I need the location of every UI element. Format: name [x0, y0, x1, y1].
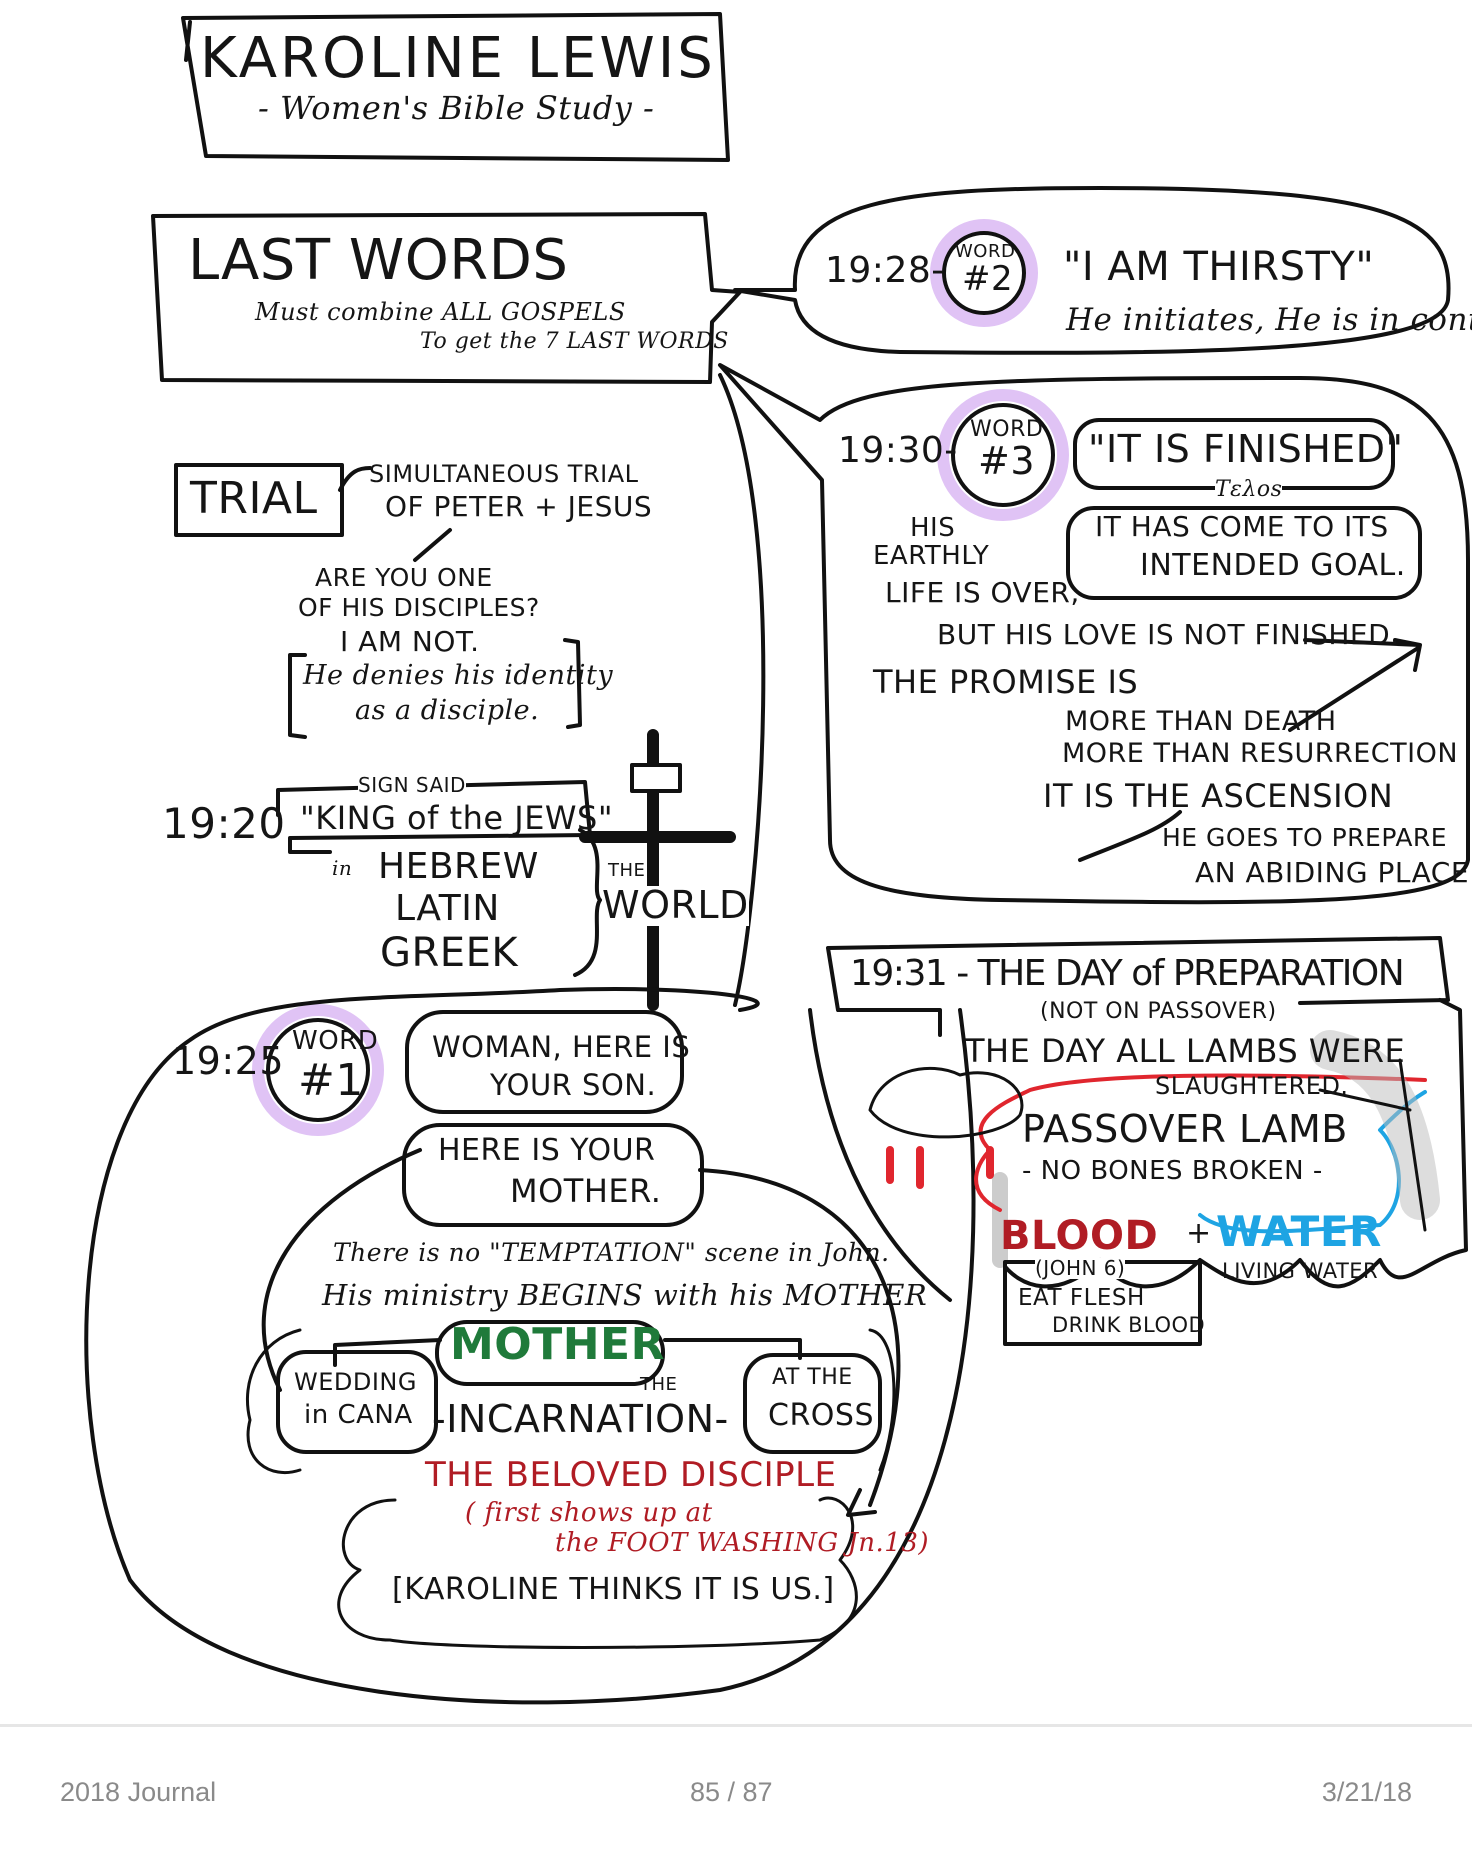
word3-badge-number: #3 [978, 439, 1036, 483]
word1-ref: 19:25 [172, 1039, 285, 1083]
prep-no-bones: - NO BONES BROKEN - [1022, 1156, 1323, 1186]
word3-greek: Tελos [1215, 477, 1283, 502]
trial-desc-line2: OF PETER + JESUS [385, 490, 653, 523]
last-words-line2: To get the 7 LAST WORDS [420, 329, 729, 354]
word2-badge-label: WORD [955, 241, 1016, 262]
page-footer: 2018 Journal 85 / 87 3/21/18 [0, 1724, 1472, 1851]
word1-bubble [84, 987, 976, 1705]
prep-title: 19:31 - THE DAY of PREPARATION [850, 953, 1405, 994]
word1-son-line2: YOUR SON. [490, 1068, 657, 1102]
entry-date: 3/21/18 [1321, 1777, 1412, 1807]
trial-question-line1: ARE YOU ONE [315, 563, 493, 592]
word3-goal-line2: INTENDED GOAL. [1140, 548, 1406, 583]
prep-not-passover: (NOT ON PASSOVER) [1040, 999, 1277, 1024]
word1-mother-label: MOTHER [450, 1319, 665, 1370]
sign-language-hebrew: HEBREW [378, 846, 539, 887]
trial-note-line1: He denies his identity [303, 660, 614, 691]
prep-john6: (JOHN 6) [1035, 1256, 1126, 1280]
prep-eat-flesh: EAT FLESH [1018, 1285, 1145, 1311]
word1-temptation: There is no "TEMPTATION" scene in John. [333, 1238, 890, 1267]
prep-slaughtered: SLAUGHTERED. [1155, 1072, 1349, 1100]
prep-living-water: LIVING WATER [1222, 1259, 1379, 1283]
last-words-title: LAST WORDS [188, 228, 569, 293]
word1-wedding-line2: in CANA [304, 1400, 413, 1430]
word1-mother-line2: MOTHER. [510, 1172, 662, 1210]
word3-life-line2: EARTHLY [873, 541, 990, 571]
word1-badge-number: #1 [298, 1055, 364, 1106]
word3-life-line1: HIS [910, 513, 956, 543]
word3-ascension: IT IS THE ASCENSION [1043, 777, 1394, 815]
badge-circles [252, 219, 1069, 1136]
page-indicator: 85 / 87 [690, 1777, 773, 1807]
word1-foot-line2: the FOOT WASHING Jn.13) [555, 1528, 930, 1558]
word1-cross-line2: CROSS [768, 1398, 874, 1433]
sign-the: THE [608, 860, 646, 881]
word3-quote: "IT IS FINISHED" [1088, 427, 1404, 471]
trial-desc-line1: SIMULTANEOUS TRIAL [369, 460, 639, 488]
word1-beloved-disciple: THE BELOVED DISCIPLE [425, 1455, 837, 1495]
word1-the: THE [640, 1374, 678, 1395]
sign-language-latin: LATIN [395, 888, 500, 929]
word3-goal-line1: IT HAS COME TO ITS [1095, 510, 1389, 543]
prep-plus: + [1186, 1216, 1212, 1251]
word3-badge-label: WORD [970, 417, 1044, 442]
last-words-line1: Must combine ALL GOSPELS [255, 298, 626, 326]
word2-bubble [733, 186, 1451, 355]
prep-water: WATER [1216, 1207, 1382, 1256]
word1-cross-line1: AT THE [772, 1365, 853, 1390]
trial-note-line2: as a disciple. [355, 695, 540, 726]
lamb-drawing-icon [868, 1067, 1024, 1189]
sign-said: SIGN SAID [358, 773, 466, 797]
word1-ministry: His ministry BEGINS with his MOTHER [322, 1278, 928, 1312]
sign-world: WORLD [602, 883, 749, 927]
prep-box [826, 936, 1450, 1037]
word1-son-line1: WOMAN, HERE IS [432, 1030, 691, 1064]
header-subtitle: - Women's Bible Study - [258, 89, 655, 127]
word1-foot-line1: ( first shows up at [465, 1498, 713, 1528]
title-box [181, 12, 730, 162]
word2-note: He initiates, He is in control. [1066, 302, 1472, 338]
word1-badge-label: WORD [292, 1026, 379, 1056]
trial-question-line2: OF HIS DISCIPLES? [298, 593, 540, 622]
word3-promise: THE PROMISE IS [873, 663, 1139, 701]
last-words-box [151, 212, 742, 384]
sign-ref: 19:20 [162, 799, 286, 848]
word3-prepare-line1: HE GOES TO PREPARE [1162, 823, 1448, 852]
header-title: KAROLINE LEWIS [200, 26, 716, 91]
sign-in: in [332, 856, 353, 880]
word3-more-death: MORE THAN DEATH [1065, 706, 1337, 737]
word1-karoline-note: [KAROLINE THINKS IT IS US.] [392, 1572, 835, 1607]
word3-prepare-line2: AN ABIDING PLACE [1195, 856, 1470, 889]
sketch-drawing [84, 12, 1470, 1705]
trial-label: TRIAL [190, 473, 318, 524]
word1-incarnation: -INCARNATION- [432, 1397, 729, 1441]
word3-love: BUT HIS LOVE IS NOT FINISHED. [937, 618, 1400, 651]
word2-badge-number: #2 [962, 259, 1014, 299]
word1-mother-line1: HERE IS YOUR [438, 1133, 656, 1168]
prep-blood: BLOOD [1000, 1213, 1159, 1259]
word2-ref: 19:28- [825, 250, 945, 291]
prep-day-line: THE DAY ALL LAMBS WERE [965, 1032, 1406, 1070]
prep-drink-blood: DRINK BLOOD [1052, 1313, 1206, 1337]
word3-bubble [718, 363, 1470, 905]
word3-life-line3: LIFE IS OVER, [885, 576, 1080, 609]
word2-quote: "I AM THIRSTY" [1063, 244, 1375, 290]
trial-answer: I AM NOT. [340, 625, 480, 658]
journal-name: 2018 Journal [60, 1777, 217, 1807]
prep-passover-lamb: PASSOVER LAMB [1022, 1107, 1348, 1151]
word3-more-resurrection: MORE THAN RESURRECTION [1062, 738, 1459, 769]
word3-ref: 19:30- [838, 430, 958, 471]
sign-text: "KING of the JEWS" [300, 799, 614, 837]
word1-wedding-line1: WEDDING [294, 1368, 417, 1396]
sign-language-greek: GREEK [380, 930, 519, 976]
